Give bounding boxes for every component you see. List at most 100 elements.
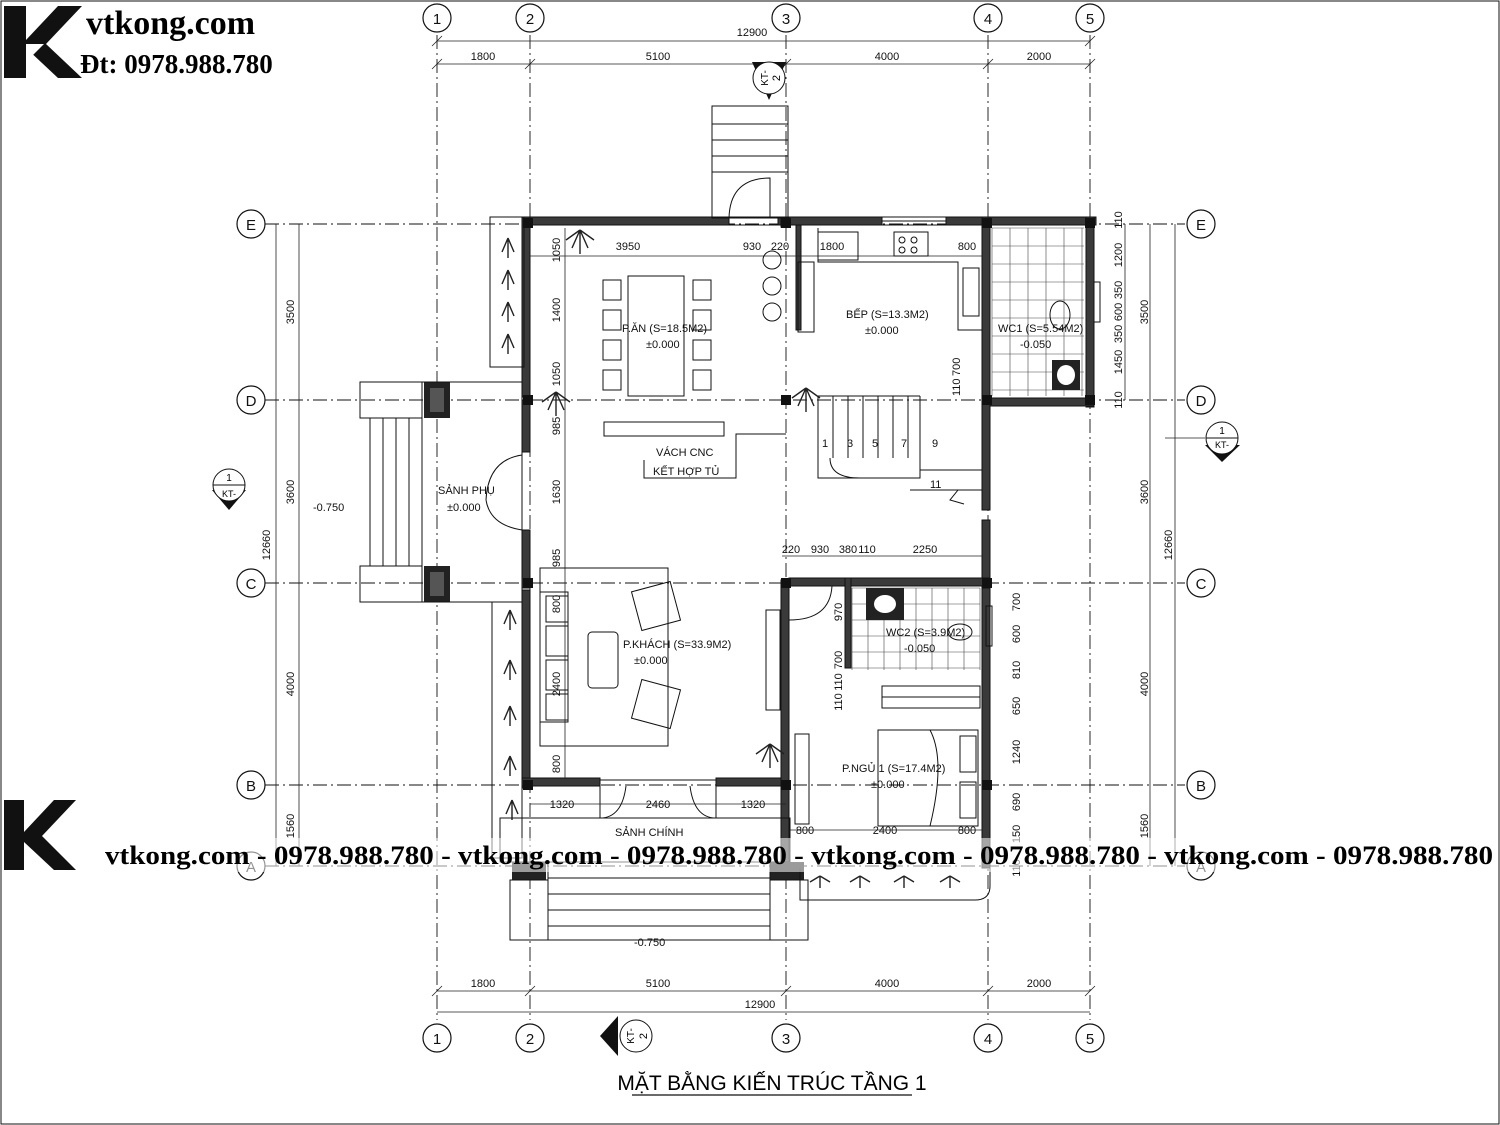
cnc-label-2: KẾT HỢP TỦ bbox=[653, 465, 719, 478]
section-mark-top: KT- 2 bbox=[752, 61, 786, 100]
svg-text:4: 4 bbox=[984, 1031, 992, 1048]
svg-text:110: 110 bbox=[1113, 391, 1125, 409]
svg-text:350: 350 bbox=[1113, 325, 1125, 343]
dimension-mid: 220 930 380 110 2250 bbox=[782, 544, 937, 556]
svg-text:3500: 3500 bbox=[285, 300, 297, 324]
svg-text:4000: 4000 bbox=[875, 978, 899, 990]
svg-text:12900: 12900 bbox=[737, 27, 768, 39]
walls bbox=[521, 216, 1097, 871]
svg-text:985: 985 bbox=[551, 549, 563, 567]
svg-text:5: 5 bbox=[1086, 11, 1094, 28]
svg-text:2: 2 bbox=[526, 1031, 534, 1048]
svg-text:700: 700 bbox=[1011, 593, 1023, 611]
svg-text:1: 1 bbox=[1219, 426, 1225, 437]
kitchen-counter bbox=[762, 228, 982, 333]
svg-text:220: 220 bbox=[771, 241, 789, 253]
cnc-leader bbox=[643, 433, 786, 479]
svg-text:3950: 3950 bbox=[616, 241, 640, 253]
kitchen-name: BẾP (S=13.3M2) bbox=[846, 308, 929, 321]
svg-text:5: 5 bbox=[872, 438, 878, 450]
stair-gap-dim-a: 110 bbox=[951, 378, 963, 396]
svg-text:12660: 12660 bbox=[1163, 530, 1175, 561]
axis-bubbles-bottom: 1 2 3 4 5 bbox=[422, 1023, 1105, 1053]
svg-text:1: 1 bbox=[433, 11, 441, 28]
svg-text:5100: 5100 bbox=[646, 978, 670, 990]
svg-text:800: 800 bbox=[958, 241, 976, 253]
svg-text:9: 9 bbox=[932, 438, 938, 450]
svg-text:1: 1 bbox=[433, 1031, 441, 1048]
svg-text:1800: 1800 bbox=[820, 241, 844, 253]
svg-text:985: 985 bbox=[551, 417, 563, 435]
svg-text:4000: 4000 bbox=[875, 51, 899, 63]
dimension-left-inner: 1050 1400 1050 985 1630 985 800 2400 800 bbox=[551, 238, 563, 773]
svg-text:1450: 1450 bbox=[1113, 350, 1125, 374]
svg-text:800: 800 bbox=[551, 595, 563, 613]
planter-top-left bbox=[489, 216, 525, 368]
svg-text:KT-: KT- bbox=[760, 70, 771, 86]
svg-text:3600: 3600 bbox=[285, 480, 297, 504]
side-hall-level: ±0.000 bbox=[447, 502, 481, 514]
plant-icons bbox=[501, 229, 961, 888]
brand-phone: Đt: 0978.988.780 bbox=[80, 49, 273, 79]
horizontal-axis-lines bbox=[265, 223, 1185, 867]
dimension-wc2-right: 700 600 810 650 1240 690 150 110 bbox=[1011, 593, 1023, 877]
svg-text:930: 930 bbox=[743, 241, 761, 253]
bedroom-desk bbox=[794, 733, 810, 825]
side-steps bbox=[359, 381, 523, 603]
svg-text:C: C bbox=[246, 576, 257, 593]
svg-text:1560: 1560 bbox=[285, 814, 297, 838]
columns bbox=[523, 218, 1095, 790]
svg-text:930: 930 bbox=[811, 544, 829, 556]
svg-text:970: 970 bbox=[833, 603, 845, 621]
svg-text:380: 380 bbox=[839, 544, 857, 556]
watermark-logo-icon bbox=[4, 800, 76, 870]
living-room-level: ±0.000 bbox=[634, 655, 668, 667]
svg-text:3500: 3500 bbox=[1139, 300, 1151, 324]
watermark-bg bbox=[100, 838, 1496, 872]
svg-text:C: C bbox=[1196, 576, 1207, 593]
svg-text:700: 700 bbox=[833, 651, 845, 669]
svg-text:KT-: KT- bbox=[626, 1028, 637, 1044]
dimension-bottom: 1800 5100 4000 2000 12900 bbox=[431, 978, 1096, 1013]
svg-text:B: B bbox=[1196, 778, 1206, 795]
dimension-wc2-left: 970 700 110 110 bbox=[833, 603, 845, 711]
svg-text:1800: 1800 bbox=[471, 51, 495, 63]
svg-text:7: 7 bbox=[901, 438, 907, 450]
svg-text:3: 3 bbox=[782, 1031, 790, 1048]
svg-text:KT-: KT- bbox=[1215, 440, 1229, 450]
dimension-left: 12660 3500 3600 4000 1560 bbox=[261, 224, 300, 866]
svg-text:2400: 2400 bbox=[873, 825, 897, 837]
watermark-text: vtkong.com - 0978.988.780 - vtkong.com -… bbox=[105, 841, 1493, 870]
svg-text:1400: 1400 bbox=[551, 298, 563, 322]
ground-level-left: -0.750 bbox=[313, 502, 344, 514]
svg-text:220: 220 bbox=[782, 544, 800, 556]
svg-text:E: E bbox=[246, 217, 256, 234]
svg-text:1: 1 bbox=[226, 473, 232, 484]
svg-text:600: 600 bbox=[1011, 625, 1023, 643]
dimension-bottom-inner: 1320 2460 1320 bbox=[550, 799, 765, 811]
wc2-name: WC2 (S=3.9M2) bbox=[886, 627, 965, 639]
svg-text:2: 2 bbox=[526, 11, 534, 28]
svg-text:1240: 1240 bbox=[1011, 740, 1023, 764]
svg-text:2250: 2250 bbox=[913, 544, 937, 556]
dining-room-level: ±0.000 bbox=[646, 339, 680, 351]
svg-text:D: D bbox=[1196, 393, 1207, 410]
wc2-toilet-icon bbox=[947, 623, 973, 641]
dining-room-name: P.ĂN (S=18.5M2) bbox=[622, 322, 707, 335]
svg-text:800: 800 bbox=[551, 755, 563, 773]
svg-text:2000: 2000 bbox=[1027, 978, 1051, 990]
svg-text:2000: 2000 bbox=[1027, 51, 1051, 63]
svg-text:1320: 1320 bbox=[741, 799, 765, 811]
cnc-label-1: VÁCH CNC bbox=[656, 446, 714, 459]
windows bbox=[728, 216, 1101, 647]
svg-text:600: 600 bbox=[1113, 303, 1125, 321]
svg-text:3600: 3600 bbox=[1139, 480, 1151, 504]
svg-text:11: 11 bbox=[930, 479, 941, 491]
wardrobe bbox=[881, 685, 981, 709]
kitchen-level: ±0.000 bbox=[865, 325, 899, 337]
wc1-level: -0.050 bbox=[1020, 339, 1051, 351]
section-mark-bottom: KT- 2 bbox=[600, 1016, 653, 1056]
svg-text:12660: 12660 bbox=[261, 530, 273, 561]
bedroom-level: ±0.000 bbox=[871, 779, 905, 791]
